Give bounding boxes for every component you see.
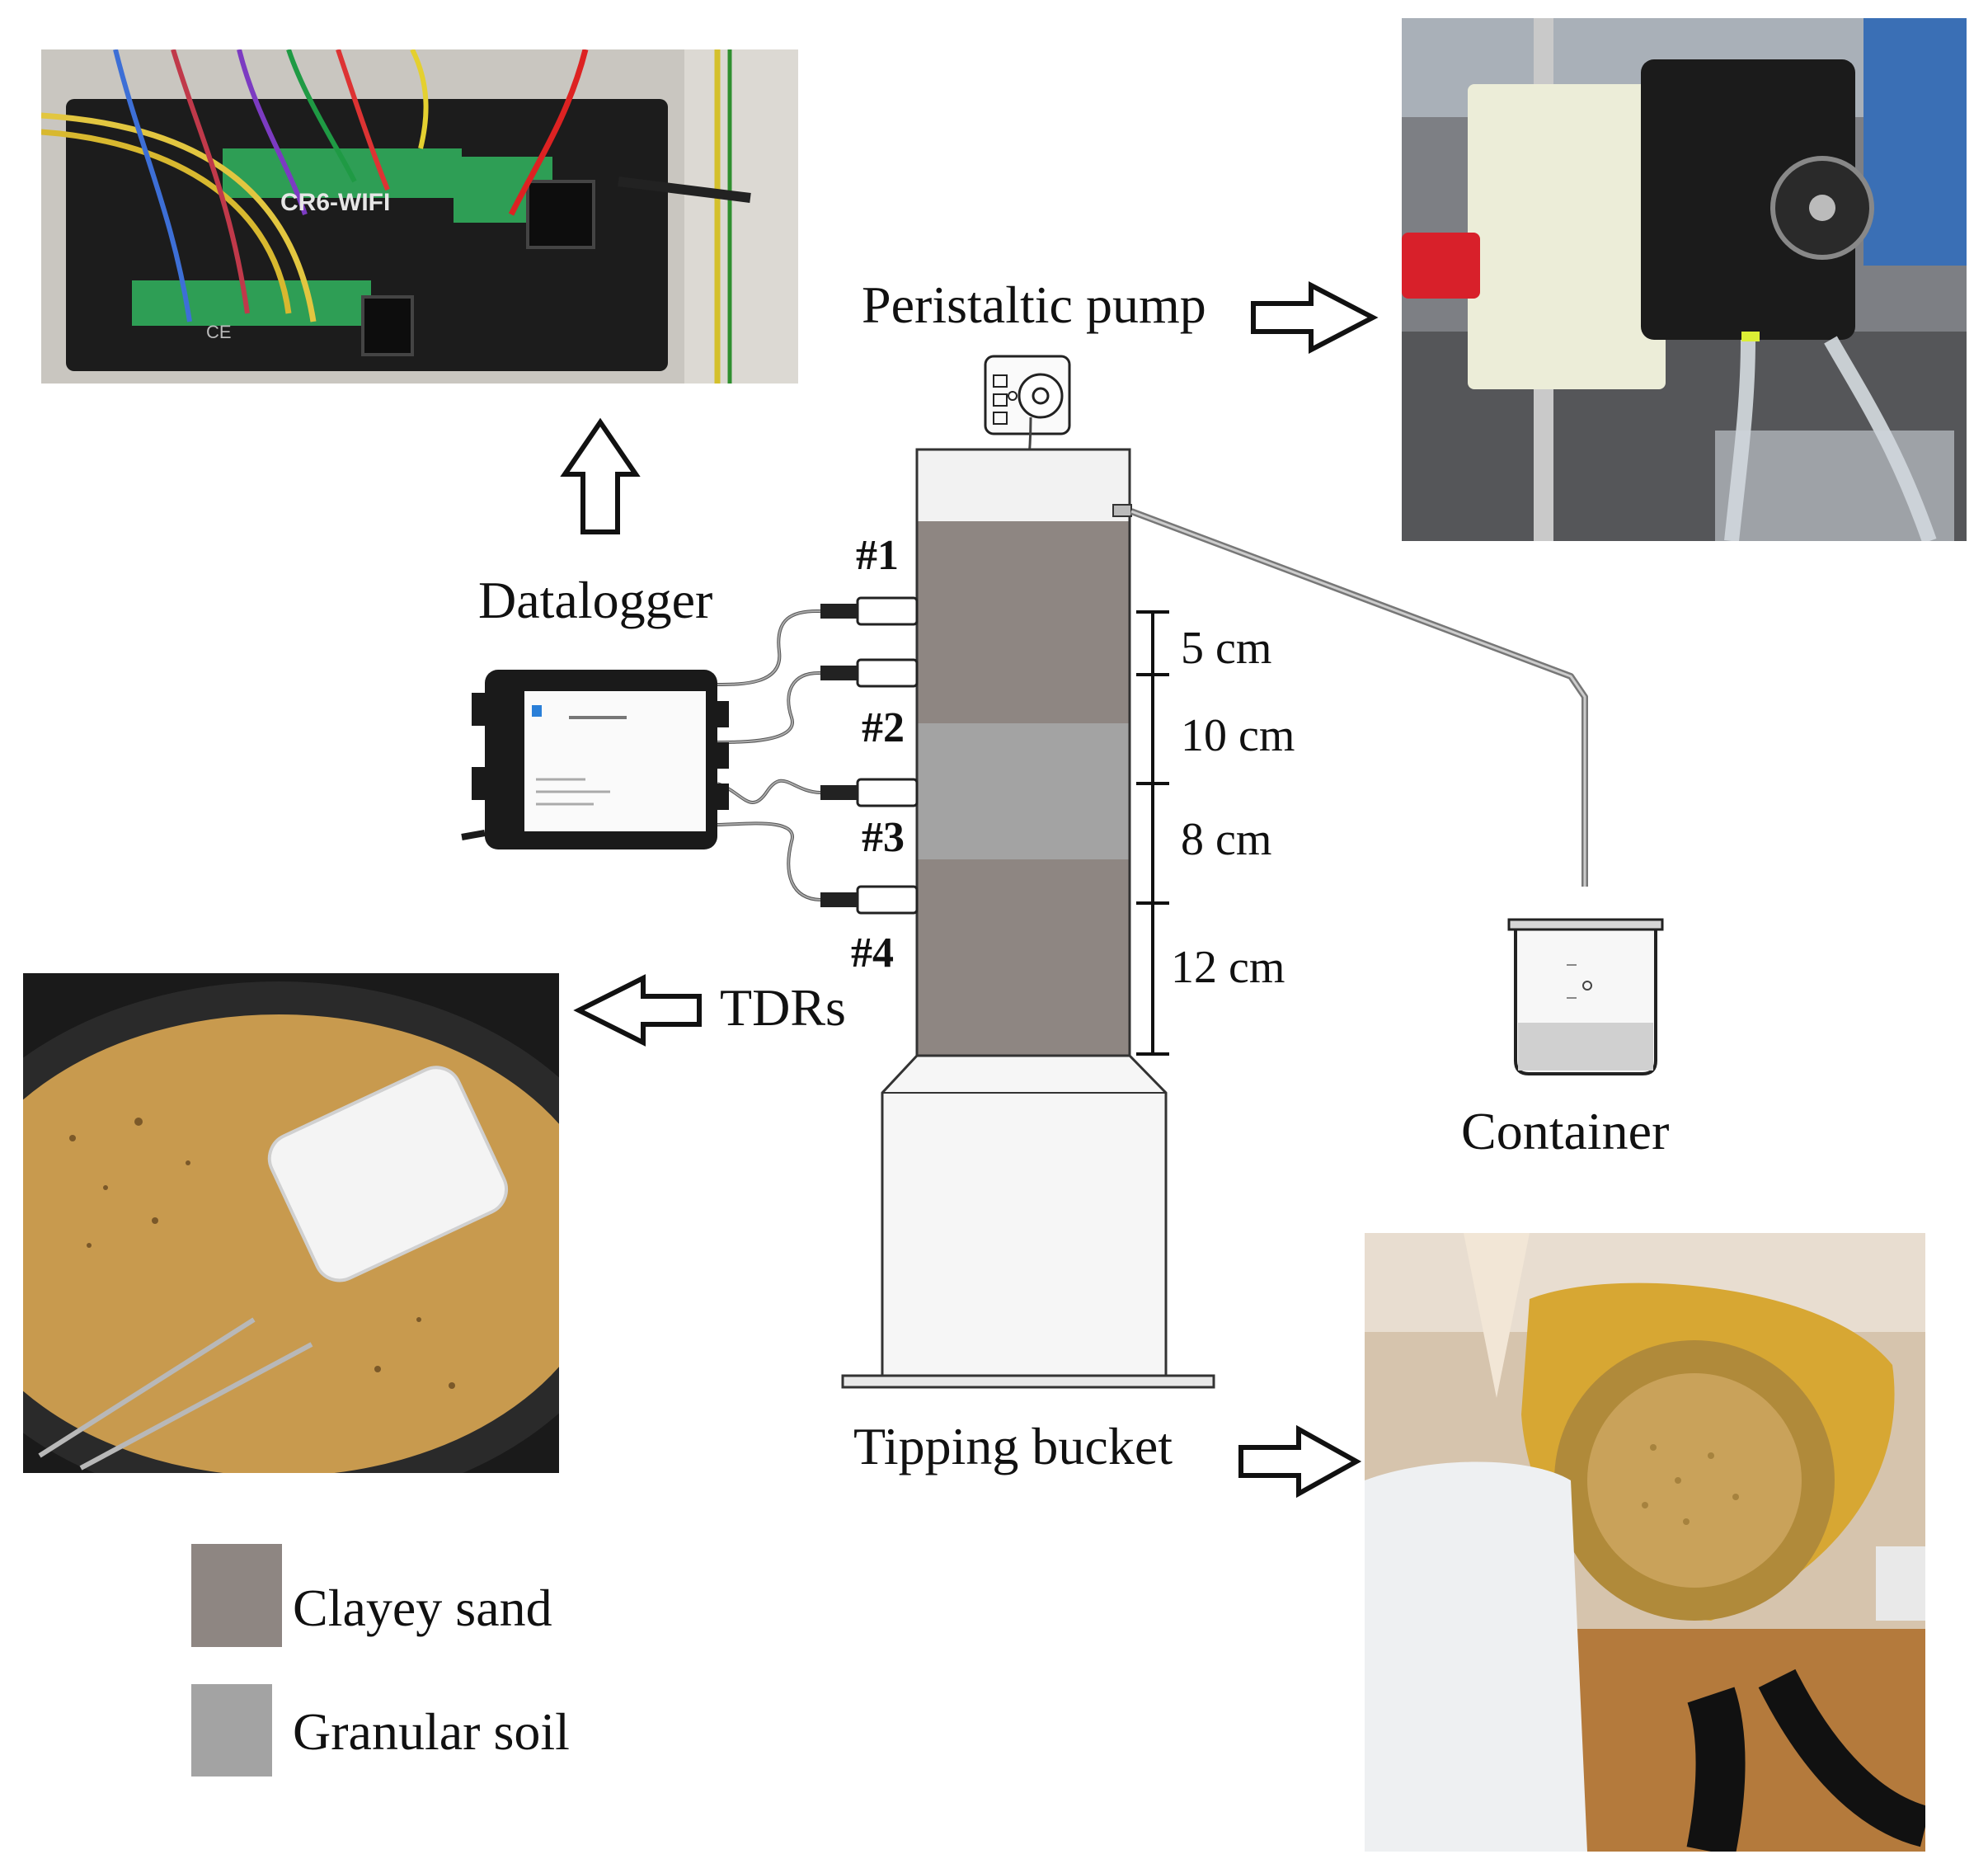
container-icon: [1507, 918, 1664, 1075]
probe-label-1: #1: [856, 532, 899, 579]
depth-label-5cm: 5 cm: [1181, 623, 1272, 674]
tdr-probes: [856, 596, 919, 915]
tipping-bucket-photo: [1365, 1233, 1925, 1852]
arrow-right-icon: [1251, 281, 1379, 354]
legend-swatch-granular-soil: [191, 1684, 272, 1777]
legend-swatch-clayey-sand: [191, 1544, 282, 1647]
label-tdrs: TDRs: [720, 978, 846, 1037]
depth-label-8cm: 8 cm: [1181, 814, 1272, 865]
depth-scale: [1136, 610, 1169, 1056]
depth-label-10cm: 10 cm: [1181, 710, 1295, 761]
layer-granular-soil: [917, 723, 1130, 859]
layer-clayey-sand-bottom: [917, 859, 1130, 1056]
datalogger-device-icon: [461, 670, 729, 849]
label-peristaltic-pump: Peristaltic pump: [862, 275, 1206, 334]
datalogger-ce-mark: CE: [206, 322, 232, 342]
probe-label-2: #2: [862, 704, 905, 751]
peristaltic-pump-photo: [1402, 18, 1967, 541]
probe-label-3: #3: [862, 814, 905, 861]
datalogger-model-text: CR6-WIFI: [280, 189, 390, 216]
label-tipping-bucket: Tipping bucket: [853, 1417, 1173, 1475]
layer-clayey-sand-top: [917, 521, 1130, 723]
tdr-sensor-photo: [23, 973, 559, 1473]
pump-icon: [984, 355, 1071, 435]
arrow-up-icon: [560, 417, 641, 534]
probe-label-4: #4: [851, 929, 894, 977]
legend-label-granular-soil: Granular soil: [293, 1702, 570, 1761]
datalogger-photo: CR6-WIFI CE: [41, 49, 798, 384]
arrow-left-icon: [573, 974, 702, 1047]
legend-label-clayey-sand: Clayey sand: [293, 1579, 552, 1637]
arrow-right-icon: [1238, 1424, 1362, 1499]
label-container: Container: [1461, 1102, 1670, 1160]
label-datalogger: Datalogger: [478, 571, 713, 629]
depth-label-12cm: 12 cm: [1171, 942, 1285, 993]
